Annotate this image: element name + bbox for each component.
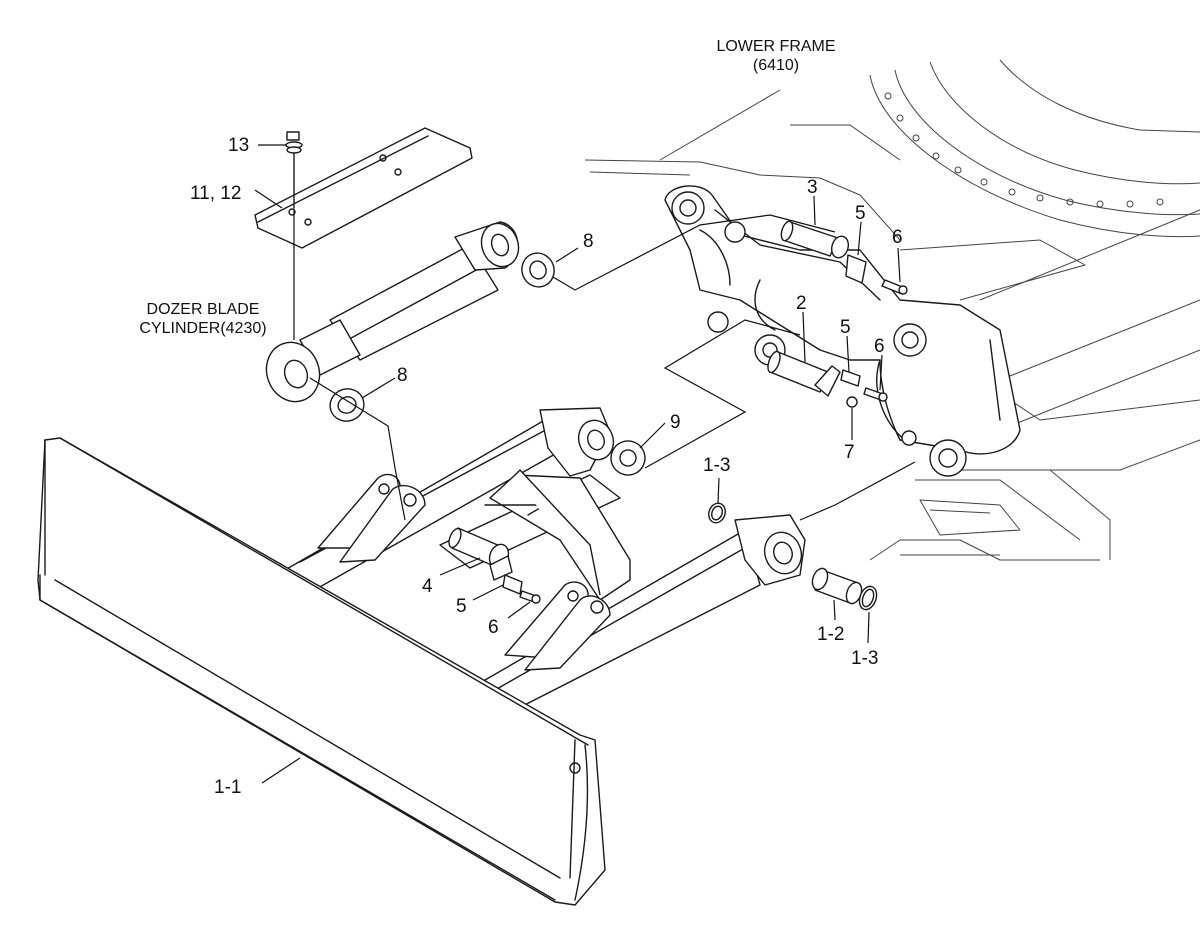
callout-1-2: 1-2	[817, 624, 844, 645]
callout-6-mid: 6	[874, 336, 885, 357]
callout-7: 7	[844, 442, 855, 463]
lower-frame-code: (6410)	[753, 57, 799, 74]
pin-4-assembly	[448, 527, 541, 604]
labels: LOWER FRAME (6410) DOZER BLADE CYLINDER(…	[139, 38, 902, 798]
callout-4: 4	[422, 576, 433, 597]
lower-frame-drawing	[584, 59, 1200, 561]
bearing-bolt-holes	[884, 92, 1164, 208]
shim-8-lower	[329, 388, 365, 422]
cylinder-label-line2: CYLINDER(4230)	[139, 320, 266, 337]
callout-5-top: 5	[855, 203, 866, 224]
callout-6-bottom: 6	[488, 617, 499, 638]
callout-6-top: 6	[892, 227, 903, 248]
shim-9	[610, 440, 646, 476]
callout-13: 13	[228, 135, 249, 156]
pin-3-assembly	[780, 220, 908, 295]
callout-1-3-upper: 1-3	[703, 455, 730, 476]
leader-lines	[254, 144, 916, 784]
snap-ring-1-3-upper	[708, 502, 726, 524]
bolt-13	[285, 131, 303, 209]
frame-bracket	[664, 185, 1021, 477]
callout-3: 3	[807, 177, 818, 198]
callout-8-upper: 8	[583, 231, 594, 252]
cylinder-label-line1: DOZER BLADE	[147, 301, 260, 318]
callout-11-12: 11, 12	[190, 183, 241, 204]
snap-ring-1-3-right	[858, 585, 878, 611]
callout-8-lower: 8	[397, 365, 408, 386]
dozer-blade-cylinder	[265, 221, 520, 403]
callout-1-1: 1-1	[214, 777, 241, 798]
blade-lug-left	[317, 473, 426, 563]
callout-5-bottom: 5	[456, 596, 467, 617]
bushing-1-2	[811, 567, 863, 605]
callout-1-3-lower: 1-3	[851, 648, 878, 669]
cover-plate	[254, 127, 473, 249]
callout-2: 2	[796, 293, 807, 314]
pin-2-assembly	[767, 350, 888, 408]
callout-9: 9	[670, 412, 681, 433]
dozer-blade	[37, 437, 606, 906]
shim-8-upper	[521, 252, 555, 288]
callout-5-mid: 5	[840, 317, 851, 338]
lower-frame-title: LOWER FRAME	[716, 38, 835, 55]
blade-lug-right	[504, 581, 611, 671]
